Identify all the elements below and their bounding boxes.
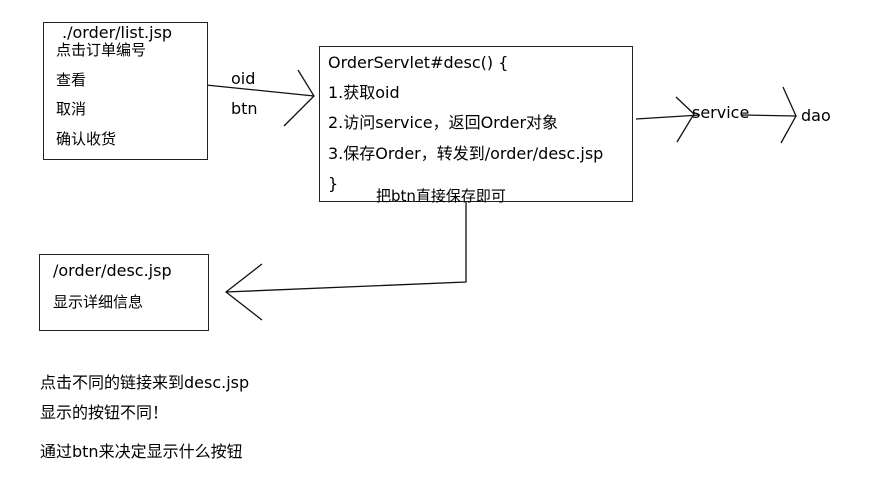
list-jsp-box bbox=[43, 22, 208, 160]
order-servlet-box bbox=[319, 46, 633, 202]
desc-jsp-title: /order/desc.jsp bbox=[53, 261, 172, 280]
arrow-service-to-dao bbox=[741, 114, 797, 117]
desc-line-show-details: 显示详细信息 bbox=[53, 293, 144, 311]
arrow-servlet-to-service bbox=[635, 114, 701, 120]
arrowhead-service bbox=[675, 96, 695, 143]
label-btn: btn bbox=[231, 99, 258, 118]
desc-jsp-box bbox=[39, 254, 209, 331]
servlet-line-call-service: 2.访问service，返回Order对象 bbox=[328, 113, 559, 132]
servlet-line-close-brace: } bbox=[328, 174, 339, 193]
note-click-links: 点击不同的链接来到desc.jsp bbox=[40, 373, 250, 392]
list-line-view: 查看 bbox=[56, 71, 87, 89]
list-line-click-order-number: 点击订单编号 bbox=[56, 41, 147, 59]
list-line-cancel: 取消 bbox=[56, 100, 87, 118]
label-service: service bbox=[692, 103, 750, 122]
list-jsp-title: ./order/list.jsp bbox=[62, 23, 173, 42]
label-oid: oid bbox=[231, 69, 256, 88]
servlet-note-save-btn: 把btn直接保存即可 bbox=[376, 187, 506, 205]
arrowhead-desc bbox=[224, 263, 263, 321]
list-line-confirm-receipt: 确认收货 bbox=[56, 130, 117, 148]
label-dao: dao bbox=[801, 106, 831, 125]
arrowhead-dao bbox=[780, 86, 797, 144]
arrow-servlet-to-desc bbox=[225, 166, 467, 293]
servlet-line-save-forward: 3.保存Order，转发到/order/desc.jsp bbox=[328, 144, 604, 163]
arrow-list-to-servlet bbox=[195, 83, 315, 97]
note-btn-decides: 通过btn来决定显示什么按钮 bbox=[40, 442, 243, 461]
servlet-line-get-oid: 1.获取oid bbox=[328, 83, 400, 102]
servlet-line-signature: OrderServlet#desc() { bbox=[328, 53, 509, 72]
arrowhead-servlet bbox=[283, 69, 315, 127]
note-buttons-differ: 显示的按钮不同！ bbox=[40, 403, 169, 422]
